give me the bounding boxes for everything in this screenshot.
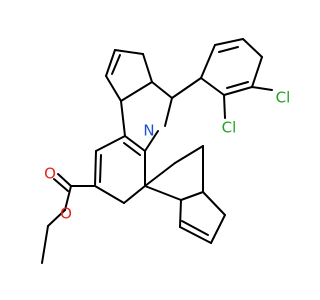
meta-chlorine-label: Cl	[276, 89, 291, 107]
dichlorophenyl-ring	[171, 38, 263, 99]
carbonyl-oxygen-label: O	[44, 165, 56, 183]
structure-drawing: N O O Cl Cl	[41, 38, 291, 264]
lower-rings	[144, 145, 226, 244]
ethyl-ester-group	[41, 173, 96, 264]
chlorine-bonds	[223, 86, 273, 119]
aromatic-ring	[94, 135, 146, 204]
nitrogen-atom-label: N	[143, 122, 154, 140]
ester-oxygen-label: O	[60, 205, 72, 223]
top-cyclopentene-ring	[105, 49, 153, 102]
molecule-canvas: N O O Cl Cl	[41, 38, 291, 264]
central-ring	[120, 81, 173, 152]
ortho-chlorine-label: Cl	[222, 119, 237, 137]
